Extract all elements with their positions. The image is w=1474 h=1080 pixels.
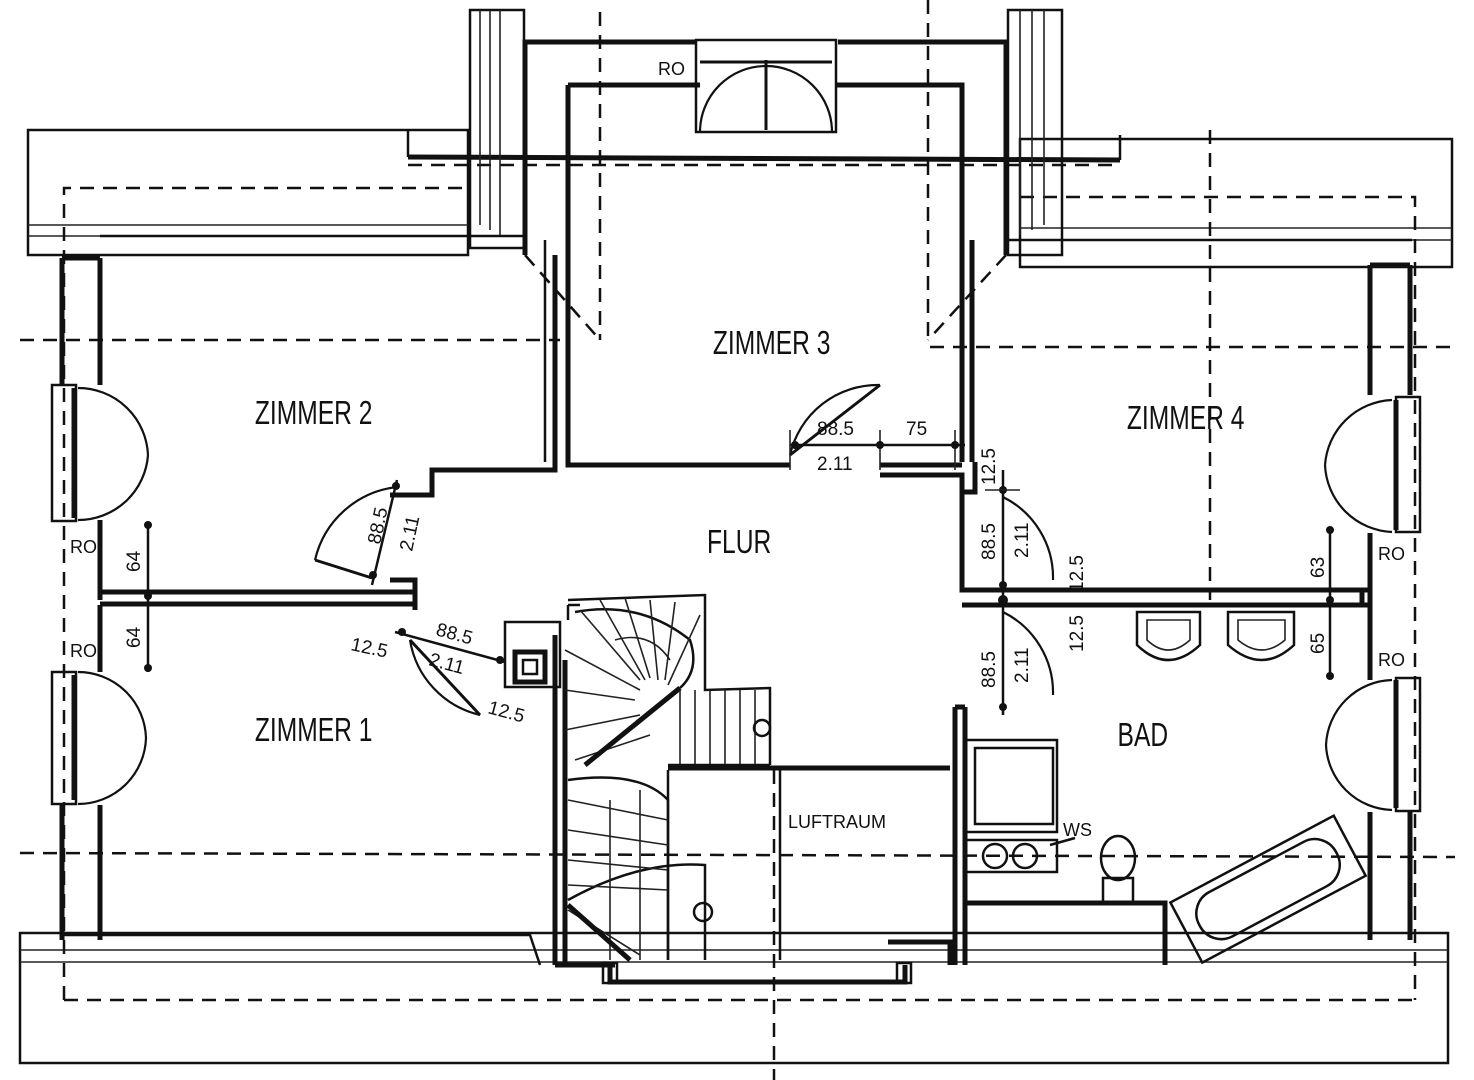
chimney xyxy=(503,620,562,689)
walls xyxy=(59,82,1413,985)
dim-left-pier-lower: 64 xyxy=(124,626,145,648)
tag-ro-top: RO xyxy=(658,59,685,79)
dashed-outline xyxy=(19,0,1456,1080)
tag-ro-left-upper: RO xyxy=(70,537,97,557)
dim-right-pier-lower: 65 xyxy=(1308,633,1329,654)
dim-z3-wall: 75 xyxy=(906,419,927,440)
windows xyxy=(50,38,1422,813)
label-bad: BAD xyxy=(1118,718,1169,754)
dim-z4-offset-side: 12.5 xyxy=(1067,555,1088,592)
dim-z2-door-height: 2.11 xyxy=(396,514,424,553)
dim-z1-door-height: 2.11 xyxy=(427,650,467,679)
dim-z4-door-width: 88.5 xyxy=(979,523,1000,560)
window-zimmer4 xyxy=(1394,395,1422,534)
tag-ro-left-lower: RO xyxy=(70,641,97,661)
tag-ro-right-upper: RO xyxy=(1378,544,1405,564)
dim-z1-offset-a: 12.5 xyxy=(349,634,390,662)
dim-left-pier-upper: 64 xyxy=(124,550,145,572)
label-zimmer-4: ZIMMER 4 xyxy=(1127,401,1244,437)
doors xyxy=(144,383,1334,717)
shower xyxy=(963,738,1059,834)
label-zimmer-1: ZIMMER 1 xyxy=(255,713,372,749)
staircase xyxy=(503,593,772,962)
roof-eaves xyxy=(18,128,1454,1065)
dormer xyxy=(406,8,1122,341)
window-bad xyxy=(1394,676,1422,813)
room-labels: ZIMMER 3 ZIMMER 2 ZIMMER 4 FLUR ZIMMER 1… xyxy=(255,326,1244,840)
dim-z3-door-width: 88.5 xyxy=(817,419,854,440)
dim-z4-door-height: 2.11 xyxy=(1012,522,1033,558)
bathtub xyxy=(1168,813,1368,965)
window-tags: RO RO RO RO RO xyxy=(70,59,1405,670)
bathroom-fixtures xyxy=(963,610,1368,965)
washbasin-left xyxy=(1135,610,1202,662)
dim-bad-door-width: 88.5 xyxy=(979,651,1000,688)
dim-right-pier-upper: 63 xyxy=(1308,557,1329,578)
label-ws: WS xyxy=(1063,820,1092,840)
dim-bad-door-height: 2.11 xyxy=(1012,647,1033,683)
dim-z4-offset-top: 12.5 xyxy=(979,448,1000,485)
dimension-labels: 88.5 2.11 75 88.5 2.11 88.5 2.11 12.5 12… xyxy=(124,419,1329,727)
tag-ro-right-lower: RO xyxy=(1378,650,1405,670)
toilet xyxy=(1099,834,1137,882)
dim-z1-offset-b: 12.5 xyxy=(486,698,527,728)
label-flur: FLUR xyxy=(707,525,771,561)
dim-z2-door-width: 88.5 xyxy=(364,505,392,546)
washbasin-right xyxy=(1226,610,1296,662)
label-zimmer-2: ZIMMER 2 xyxy=(255,396,372,432)
dormer-window xyxy=(694,38,838,134)
dim-bad-offset: 12.5 xyxy=(1067,615,1088,652)
label-zimmer-3: ZIMMER 3 xyxy=(713,326,830,362)
double-sink xyxy=(963,838,1059,874)
label-luftraum: LUFTRAUM xyxy=(788,812,886,832)
dim-z3-door-height: 2.11 xyxy=(817,454,853,475)
